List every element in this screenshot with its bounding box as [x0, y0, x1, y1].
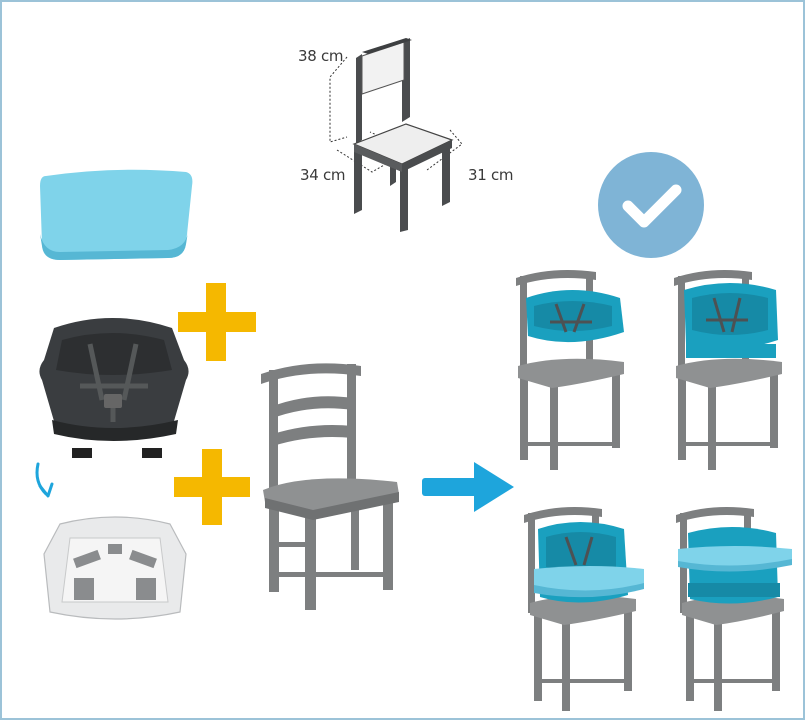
result-chair-booster-with-tray: [672, 507, 802, 712]
result-chair-booster: [670, 270, 790, 470]
result-chair-seat-only: [512, 270, 632, 470]
curved-arrow-down-icon: [32, 462, 62, 502]
dining-chair-illustration: [247, 362, 407, 612]
dimension-chair-illustration: [322, 32, 492, 232]
result-chair-seat-with-tray: [520, 507, 650, 712]
dimension-label-seat-width: 34 cm: [300, 166, 345, 184]
arrow-right-icon: [422, 462, 514, 512]
tray-illustration: [36, 164, 196, 264]
dimension-label-back-height: 38 cm: [298, 47, 343, 65]
booster-seat-illustration: [32, 310, 197, 460]
plus-icon: [174, 449, 250, 525]
dimension-label-seat-depth: 31 cm: [468, 166, 513, 184]
plus-icon: [178, 283, 256, 361]
folded-seat-illustration: [40, 514, 190, 624]
checkmark-circle-icon: [598, 152, 704, 258]
